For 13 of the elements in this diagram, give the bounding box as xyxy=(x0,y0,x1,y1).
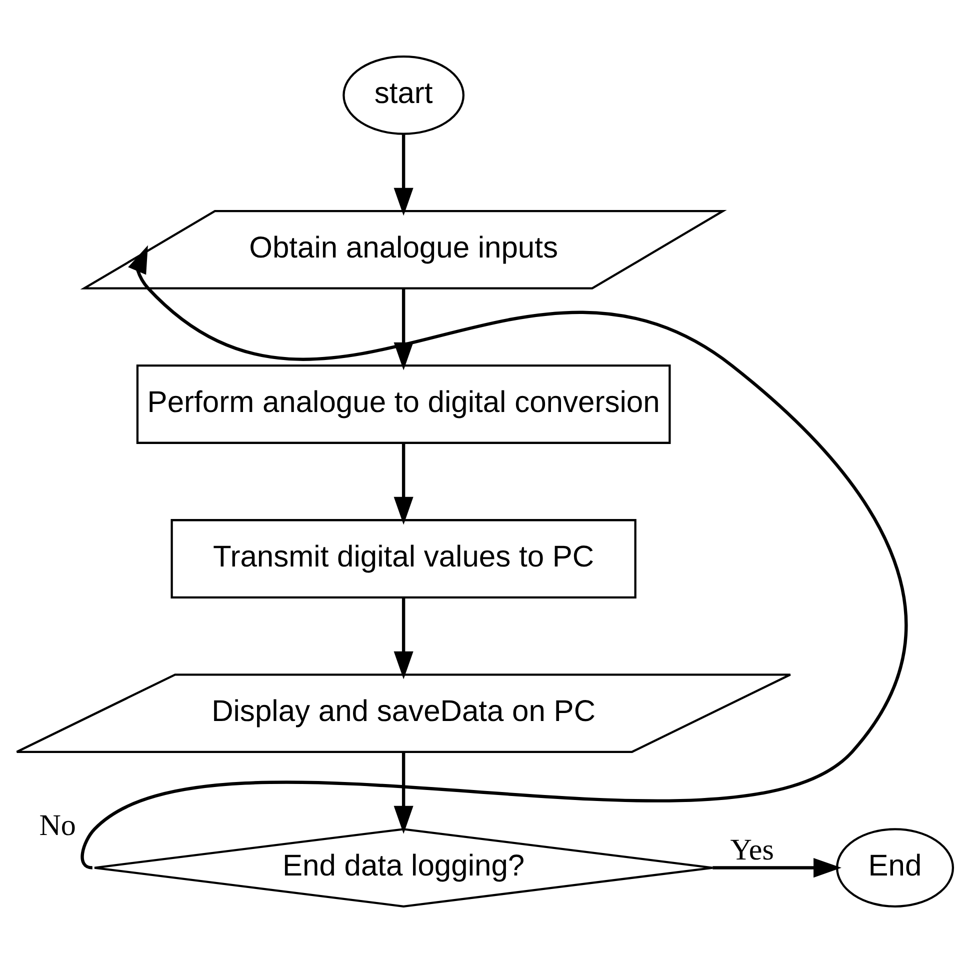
edge-label: No xyxy=(39,808,76,842)
arrow xyxy=(394,134,414,216)
node-box: Transmit digital values to PC xyxy=(170,519,636,598)
node-ellipse: start xyxy=(342,56,465,135)
arrow xyxy=(394,444,414,525)
arrow xyxy=(394,752,414,834)
node-diamond: End data logging? xyxy=(93,828,714,908)
arrow xyxy=(712,858,842,878)
arrow xyxy=(394,598,414,680)
node-box: Perform analogue to digital conversion xyxy=(136,364,671,444)
arrow xyxy=(81,245,908,869)
edge-label: Yes xyxy=(730,834,774,867)
node-ellipse: End xyxy=(836,828,954,908)
